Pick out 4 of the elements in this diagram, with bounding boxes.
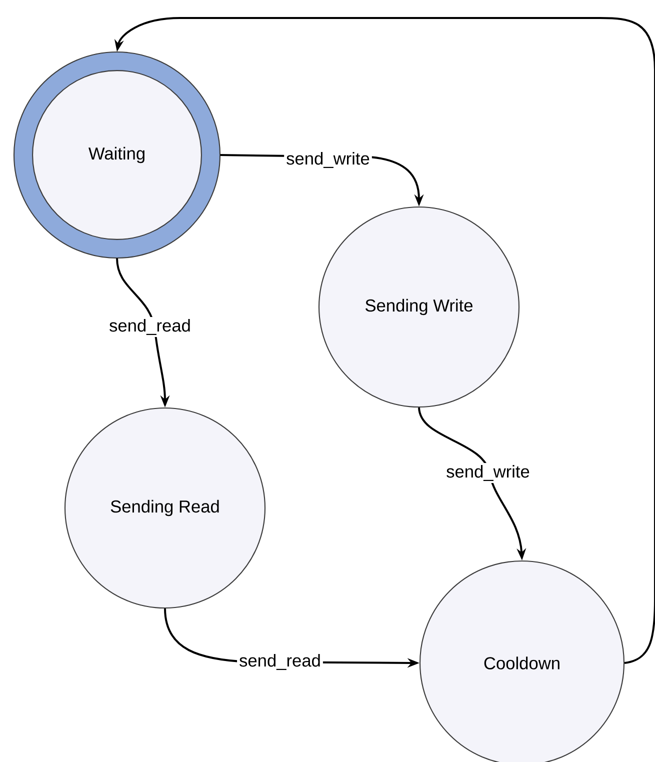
edge-label: send_write [284, 150, 372, 170]
edge-label: send_read [107, 317, 193, 337]
edge-label: send_write [444, 463, 532, 483]
edge-label: send_read [237, 652, 323, 672]
